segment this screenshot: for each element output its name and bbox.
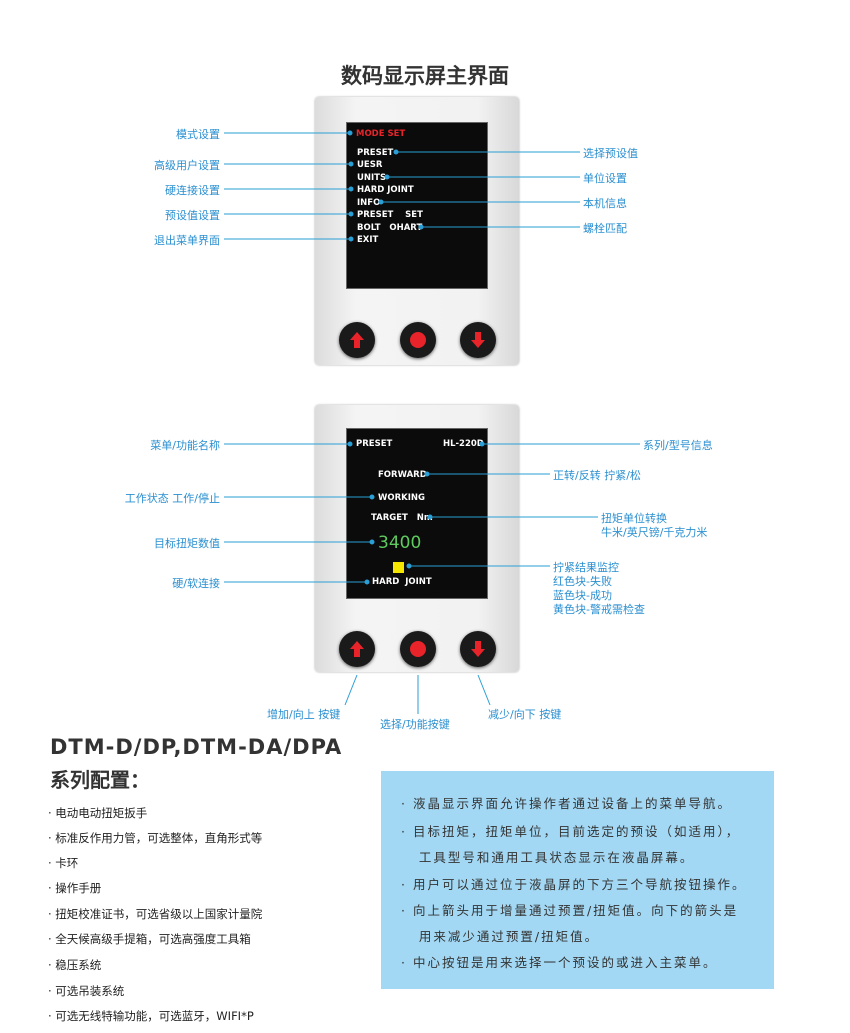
screen-torque-value: 3400 <box>378 533 422 553</box>
up-button[interactable] <box>339 322 375 358</box>
menu-units[interactable]: UNITS <box>357 173 387 183</box>
menu-exit[interactable]: EXIT <box>357 235 379 245</box>
note-line: · 用户可以通过位于液晶屏的下方三个导航按钮操作。 <box>401 877 747 892</box>
note-line: · 目标扭矩，扭矩单位，目前选定的预设（如适用）， <box>401 824 741 839</box>
display-device-menu: MODE SET PRESET UESR UNITS HARD JOINT IN… <box>315 97 519 365</box>
label-direction: 正转/反转 拧紧/松 <box>553 469 641 482</box>
menu-preset-set[interactable]: PRESET SET <box>357 210 423 220</box>
label-joint-type: 硬/软连接 <box>172 577 220 590</box>
arrow-up-icon <box>350 332 364 348</box>
menu-info[interactable]: INFO <box>357 198 381 208</box>
down-button-2[interactable] <box>460 631 496 667</box>
config-item: · 可选无线特输功能，可选蓝牙，WIFI*P <box>48 1009 254 1023</box>
result-indicator <box>393 562 404 573</box>
display-device-working: PRESET HL-220D FORWARD WORKING TARGET Nm… <box>315 405 519 672</box>
menu-bolt-chart[interactable]: BOLT OHART <box>357 223 423 233</box>
menu-hard-joint[interactable]: HARD JOINT <box>357 185 414 195</box>
screen-model: HL-220D <box>443 439 484 449</box>
label-exit: 退出菜单界面 <box>154 234 220 247</box>
label-unit-convert: 扭矩单位转换 <box>601 512 667 525</box>
config-item: · 电动电动扭矩扳手 <box>48 806 148 820</box>
label-bolt-chart: 螺栓匹配 <box>583 222 627 235</box>
note-line: 用来减少通过预置/扭矩值。 <box>401 929 600 944</box>
label-menu-name: 菜单/功能名称 <box>150 439 220 452</box>
label-up-button: 增加/向上 按键 <box>267 708 341 721</box>
config-item: · 全天候高级手提箱，可选高强度工具箱 <box>48 932 251 946</box>
select-button-2[interactable] <box>400 631 436 667</box>
label-yellow-warn: 黄色块-警戒需检查 <box>553 603 645 616</box>
label-advanced-user: 高级用户设置 <box>154 159 220 172</box>
label-blue-success: 蓝色块-成功 <box>553 589 612 602</box>
screen-joint: HARD JOINT <box>372 577 432 587</box>
note-line: · 液晶显示界面允许操作者通过设备上的菜单导航。 <box>401 796 732 811</box>
screen-status: WORKING <box>378 493 425 503</box>
menu-user[interactable]: UESR <box>357 160 383 170</box>
lcd-screen-menu: MODE SET PRESET UESR UNITS HARD JOINT IN… <box>346 122 488 289</box>
up-button-2[interactable] <box>339 631 375 667</box>
label-info: 本机信息 <box>583 197 627 210</box>
config-item: · 可选吊装系统 <box>48 984 125 998</box>
screen-direction: FORWARD <box>378 470 427 480</box>
notes-box: · 液晶显示界面允许操作者通过设备上的菜单导航。 · 目标扭矩，扭矩单位，目前选… <box>381 771 774 989</box>
arrow-up-icon <box>350 641 364 657</box>
arrow-down-icon <box>471 641 485 657</box>
config-item: · 标准反作用力管，可选整体，直角形式等 <box>48 831 263 845</box>
label-select-button: 选择/功能按键 <box>380 718 450 731</box>
config-item: · 稳压系统 <box>48 958 102 972</box>
page-title: 数码显示屏主界面 <box>341 64 509 88</box>
screen-mode-set: MODE SET <box>356 129 406 139</box>
lcd-screen-working: PRESET HL-220D FORWARD WORKING TARGET Nm… <box>346 428 488 599</box>
config-item: · 卡环 <box>48 856 79 870</box>
config-heading: 系列配置： <box>50 768 150 792</box>
label-hard-joint: 硬连接设置 <box>165 184 220 197</box>
menu-preset[interactable]: PRESET <box>357 148 394 158</box>
config-item: · 操作手册 <box>48 881 102 895</box>
note-line: · 中心按钮是用来选择一个预设的或进入主菜单。 <box>401 955 718 970</box>
label-target-torque: 目标扭矩数值 <box>154 537 220 550</box>
config-item: · 扭矩校准证书，可选省级以上国家计量院 <box>48 907 263 921</box>
circle-icon <box>410 641 426 657</box>
screen-target: TARGET Nm <box>371 513 433 523</box>
label-preset-set: 预设值设置 <box>165 209 220 222</box>
model-series-title: DTM-D/DP,DTM-DA/DPA <box>50 735 343 759</box>
label-result-monitor: 拧紧结果监控 <box>553 561 619 574</box>
label-select-preset: 选择预设值 <box>583 147 638 160</box>
label-model-info: 系列/型号信息 <box>643 439 713 452</box>
label-red-fail: 红色块-失败 <box>553 575 612 588</box>
note-line: · 向上箭头用于增量通过预置/扭矩值。向下的箭头是 <box>401 903 739 918</box>
label-mode-set: 模式设置 <box>176 128 220 141</box>
arrow-down-icon <box>471 332 485 348</box>
label-work-status: 工作状态 工作/停止 <box>124 492 220 505</box>
circle-icon <box>410 332 426 348</box>
down-button[interactable] <box>460 322 496 358</box>
note-line: 工具型号和通用工具状态显示在液晶屏幕。 <box>401 850 695 865</box>
label-units: 单位设置 <box>583 172 627 185</box>
label-unit-options: 牛米/英尺镑/千克力米 <box>601 526 708 539</box>
select-button[interactable] <box>400 322 436 358</box>
label-down-button: 减少/向下 按键 <box>488 708 562 721</box>
screen-preset: PRESET <box>356 439 393 449</box>
